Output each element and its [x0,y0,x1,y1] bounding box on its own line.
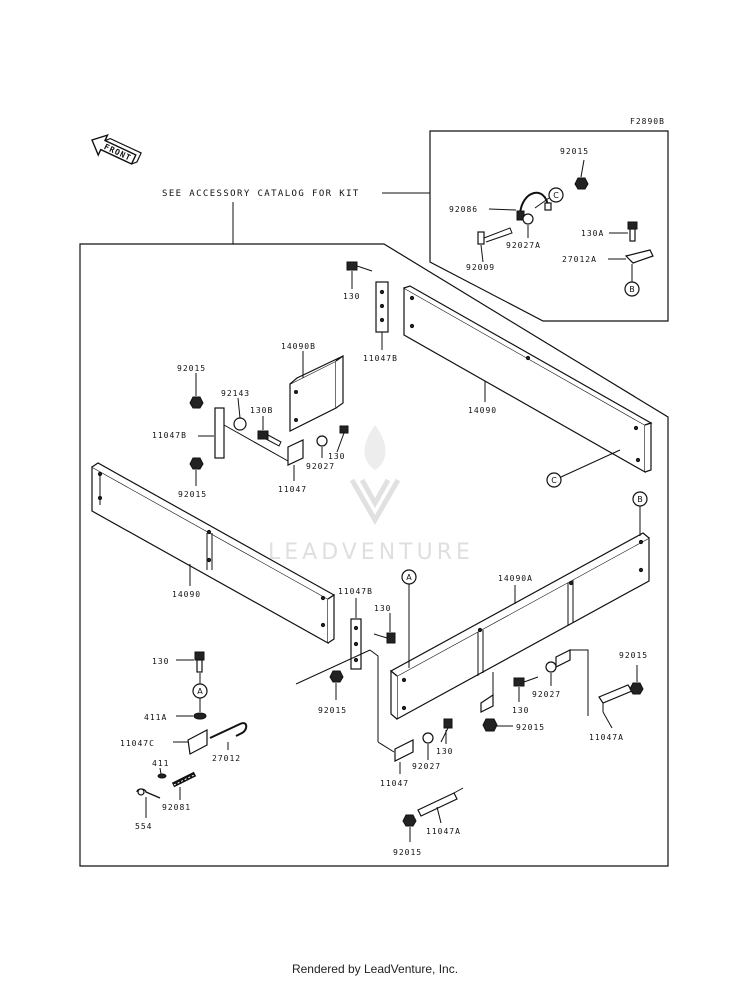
collar-92143 [233,417,247,431]
label-92015-right: 92015 [619,651,648,660]
label-92015-inset: 92015 [560,147,589,156]
bolt-130-mid [336,425,349,453]
label-14090-upper: 14090 [468,406,497,415]
label-411A: 411A [144,713,167,722]
footer-credit: Rendered by LeadVenture, Inc. [291,962,459,976]
ref-c-main [546,472,562,488]
nut-92015-b [189,457,204,470]
label-92015-e: 92015 [393,848,422,857]
label-411: 411 [152,759,169,768]
nut-92015-inset [574,177,589,190]
washer-411A [193,712,207,720]
label-130-center: 130 [374,604,391,613]
label-11047C: 11047C [120,739,155,748]
nut-92015-a [189,396,204,409]
main-frame-outline [79,243,669,867]
label-14090-left: 14090 [172,590,201,599]
svg-text:C: C [553,191,559,200]
bolt-130-center [373,632,396,644]
collar-92027-right [545,661,557,673]
svg-text:C: C [551,476,557,485]
inset-frame-outline [429,130,669,322]
label-27012A: 27012A [562,255,597,264]
watermark-logo: LEADVENTURE [268,425,474,565]
bracket-11047B-left [214,407,225,459]
ref-c-inset [548,187,564,203]
label-92015-c: 92015 [318,706,347,715]
board-14090-left [91,462,336,645]
label-27012: 27012 [212,754,241,763]
svg-text:A: A [406,573,412,582]
board-14090A [389,532,650,721]
collar-92027-lower [422,732,434,744]
front-arrow-icon: FRONT [91,133,142,165]
label-11047A-right: 11047A [589,733,624,742]
collar-92027A [522,213,534,225]
label-11047B-top: 11047B [363,354,398,363]
bolt-130-top [346,261,373,272]
label-92027-mid: 92027 [306,462,335,471]
label-130-right: 130 [512,706,529,715]
bolt-92081 [171,771,197,788]
label-92027A: 92027A [506,241,541,250]
label-130-mid: 130 [328,452,345,461]
bolt-130-lower [440,718,453,743]
inset-parts: 92015 92086 92027A C 92009 130A 27012A B [449,147,654,297]
bolt-130-right [513,676,539,687]
label-130-left: 130 [152,657,169,666]
label-130A: 130A [581,229,604,238]
svg-text:B: B [637,495,643,504]
label-92009: 92009 [466,263,495,272]
nut-92015-d [482,718,498,732]
label-92086: 92086 [449,205,478,214]
bracket-right-small [555,649,571,668]
bracket-mid-lower [480,693,494,713]
bolt-92009 [477,227,513,245]
nut-92015-c [329,670,344,683]
label-11047-lower: 11047 [380,779,409,788]
label-92027-lower: 92027 [412,762,441,771]
nut-92015-e [402,814,417,827]
label-92015-d: 92015 [516,723,545,732]
bolt-130A [627,221,638,242]
front-label: FRONT [103,142,133,162]
bracket-11047A-right [598,684,633,704]
bracket-11047-lower [394,739,414,762]
bracket-11047C [187,729,208,755]
washer-411 [157,773,167,779]
label-92015-b: 92015 [178,490,207,499]
label-130B: 130B [250,406,273,415]
label-92081: 92081 [162,803,191,812]
svg-text:A: A [197,687,203,696]
bolt-130-left [194,651,205,673]
figure-code: F2890B [630,117,665,126]
bolt-130B [257,430,282,447]
label-14090A: 14090A [498,574,533,583]
label-11047-mid: 11047 [278,485,307,494]
bracket-11047A-lower [417,792,458,817]
block-14090B [289,354,344,432]
bracket-11047-mid [287,439,304,466]
nut-92015-right [629,682,644,695]
label-14090B: 14090B [281,342,316,351]
label-11047B-center: 11047B [338,587,373,596]
label-130-lower: 130 [436,747,453,756]
label-92027-right: 92027 [532,690,561,699]
pin-27012 [209,722,248,739]
board-14090-upper [403,285,653,474]
label-11047B-left: 11047B [152,431,187,440]
collar-92027-mid [316,435,328,447]
svg-text:B: B [629,285,635,294]
label-130-top: 130 [343,292,360,301]
label-92143: 92143 [221,389,250,398]
label-92015-a: 92015 [177,364,206,373]
wire-92086 [519,191,549,215]
label-554: 554 [135,822,152,831]
label-11047A-lower: 11047A [426,827,461,836]
bracket-27012A [624,249,654,264]
kit-note: SEE ACCESSORY CATALOG FOR KIT [162,189,360,199]
watermark-text: LEADVENTURE [268,540,474,565]
